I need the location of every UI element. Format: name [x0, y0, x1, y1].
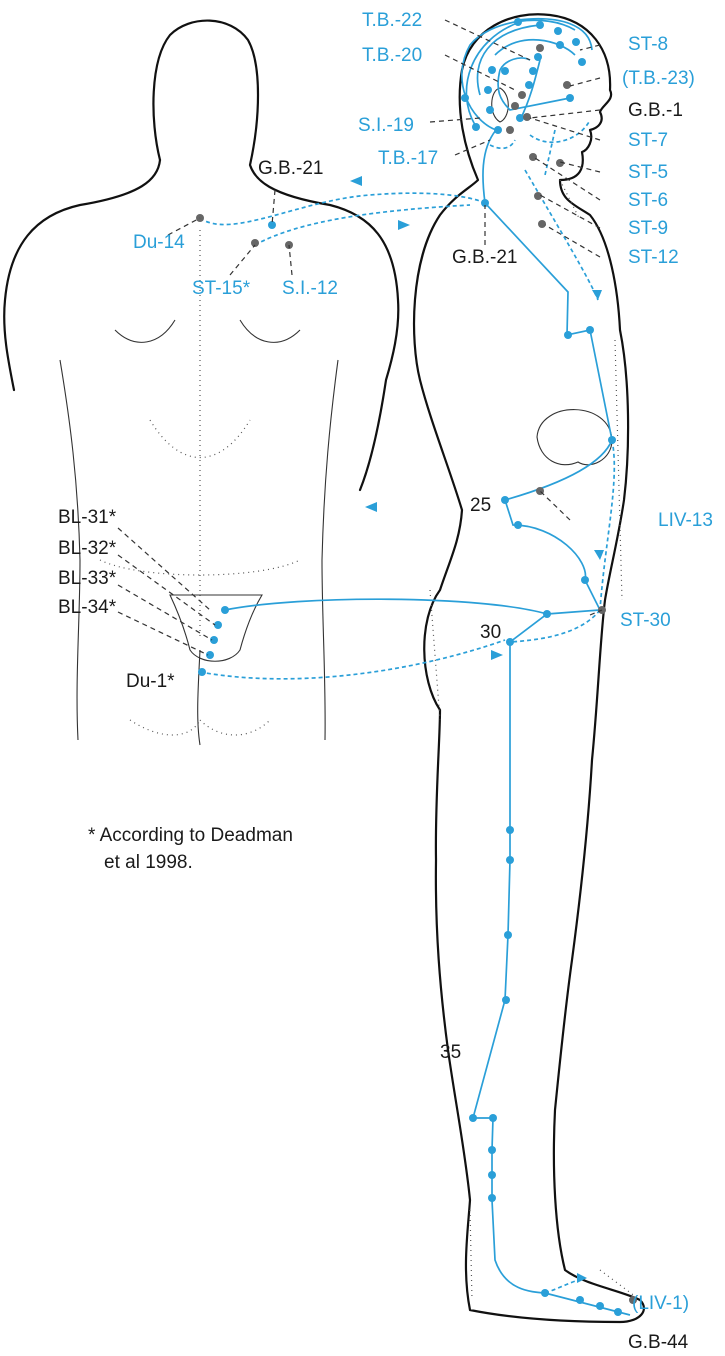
label-tb22: T.B.-22	[362, 10, 422, 31]
label-st5: ST-5	[628, 162, 668, 183]
sacrum-outline	[169, 594, 263, 662]
label-tb20: T.B.-20	[362, 45, 422, 66]
label-bl33: BL-33*	[58, 568, 117, 589]
label-30: 30	[480, 622, 501, 643]
label-bl34: BL-34*	[58, 597, 117, 618]
label-si19: S.I.-19	[358, 115, 414, 136]
label-bl31: BL-31*	[58, 507, 117, 528]
leader-lines	[117, 19, 603, 656]
label-st7: ST-7	[628, 130, 668, 151]
footnote: * According to Deadman et al 1998.	[88, 825, 293, 873]
label-gb21-back: G.B.-21	[258, 158, 323, 179]
label-st9: ST-9	[628, 218, 668, 239]
label-tb23: (T.B.-23)	[622, 68, 695, 89]
ear-outline	[491, 87, 509, 123]
label-bl32: BL-32*	[58, 538, 117, 559]
back-view-figure	[3, 19, 400, 746]
label-liv13: LIV-13	[658, 510, 713, 531]
label-st8: ST-8	[628, 34, 668, 55]
label-35: 35	[440, 1042, 461, 1063]
acupoints	[196, 18, 637, 1316]
label-si12: S.I.-12	[282, 278, 338, 299]
label-gb44: G.B-44	[628, 1332, 689, 1353]
side-view-figure	[412, 13, 645, 1324]
label-du1: Du-1*	[126, 671, 175, 692]
label-tb17: T.B.-17	[378, 148, 438, 169]
label-gb1: G.B.-1	[628, 100, 683, 121]
footnote-line1: * According to Deadman	[88, 825, 293, 846]
label-st6: ST-6	[628, 190, 668, 211]
label-st12: ST-12	[628, 247, 679, 268]
point-labels: T.B.-22 T.B.-20 ST-8 (T.B.-23) G.B.-1 S.…	[58, 10, 713, 1353]
label-st15: ST-15*	[192, 278, 251, 299]
meridian-pathway	[199, 17, 631, 1316]
label-gb21-side: G.B.-21	[452, 247, 517, 268]
footnote-line2: et al 1998.	[104, 852, 193, 873]
label-du14: Du-14	[133, 232, 185, 253]
label-st30: ST-30	[620, 610, 671, 631]
label-25: 25	[470, 495, 491, 516]
label-liv1: (LIV-1)	[632, 1293, 689, 1314]
liver-outline	[536, 409, 613, 466]
